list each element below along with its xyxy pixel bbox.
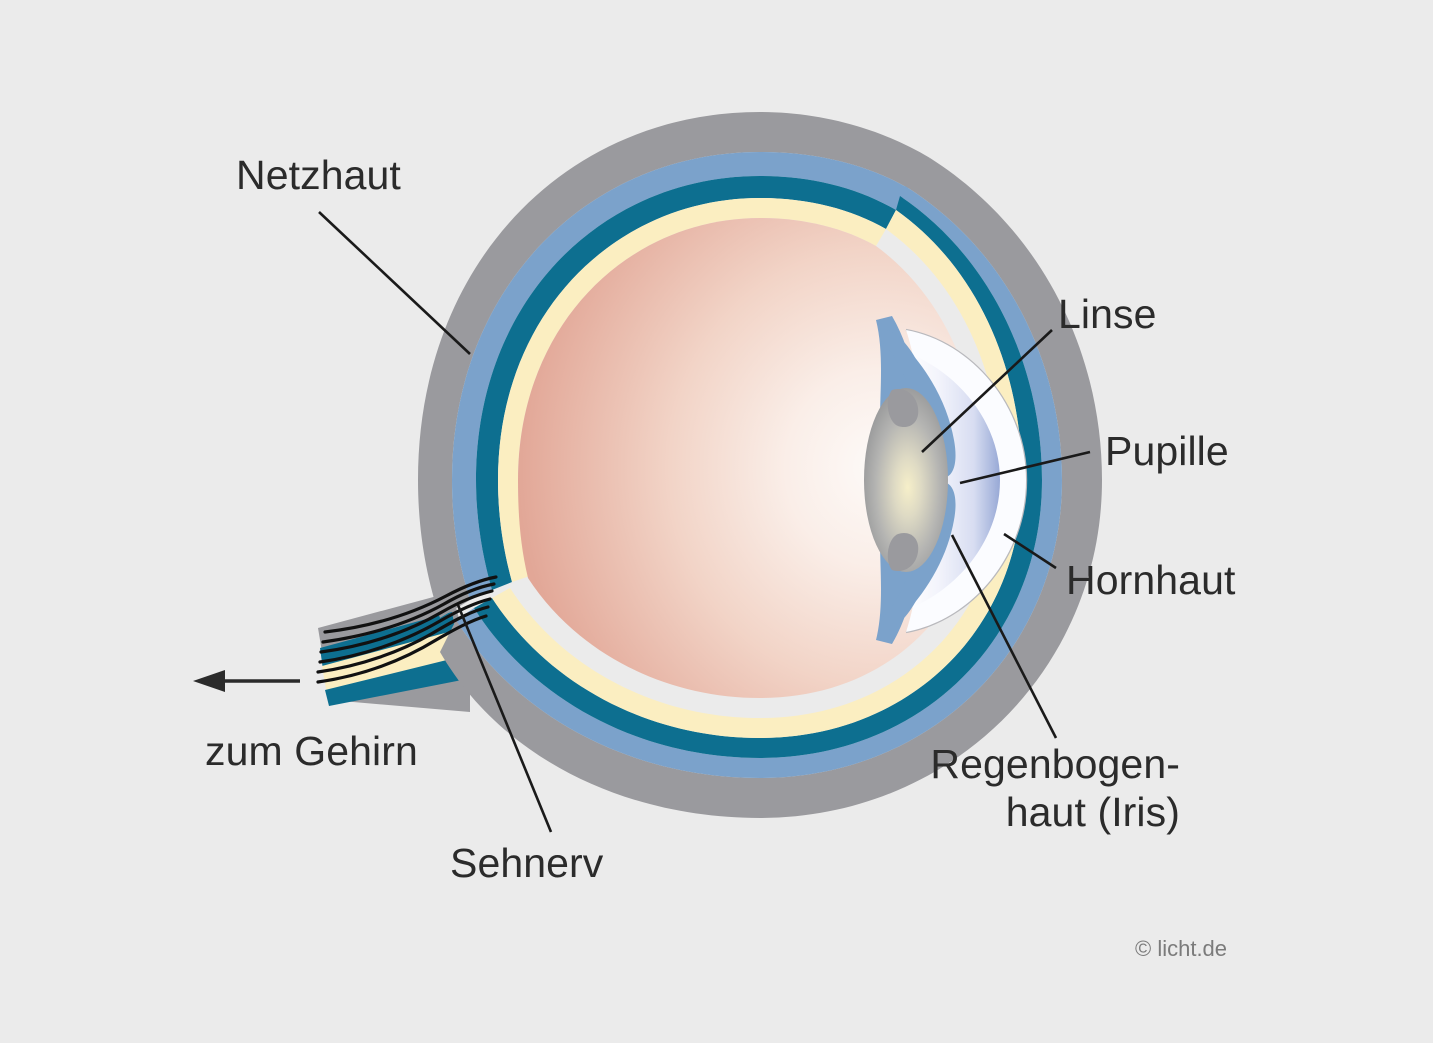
leader-iris (950, 534, 1058, 739)
to-brain-arrow (193, 670, 300, 692)
iris-root-lower (880, 580, 922, 630)
label-pupille: Pupille (1105, 428, 1229, 474)
label-linse: Linse (1058, 291, 1157, 337)
leader-netzhaut (318, 211, 471, 355)
label-regenbogenhaut: Regenbogen-haut (Iris) (798, 741, 1180, 837)
lens-zonule-bottom (887, 532, 919, 572)
label-regenbogenhaut-line2: haut (Iris) (1005, 788, 1180, 835)
label-zum-gehirn: zum Gehirn (205, 728, 418, 774)
vitreous-body (518, 218, 982, 698)
label-netzhaut: Netzhaut (236, 152, 401, 198)
label-hornhaut: Hornhaut (1066, 557, 1236, 603)
lens-body (864, 388, 948, 572)
leader-linse (921, 329, 1053, 453)
leader-hornhaut (1003, 532, 1057, 570)
iris-root-upper (880, 330, 922, 380)
optic-nerve-outer-band-bottom (325, 657, 462, 706)
sclera-layer-upper (418, 112, 930, 618)
leader-pupille (959, 450, 1091, 485)
copyright-credit: © licht.de (1135, 936, 1228, 961)
leader-lines (318, 211, 1091, 833)
leader-sehnerv (456, 604, 553, 833)
optic-nerve-fibers (316, 575, 498, 684)
lens-zonule-top (887, 388, 919, 428)
label-sehnerv: Sehnerv (450, 840, 604, 886)
label-regenbogenhaut-line1: Regenbogen- (930, 741, 1180, 787)
